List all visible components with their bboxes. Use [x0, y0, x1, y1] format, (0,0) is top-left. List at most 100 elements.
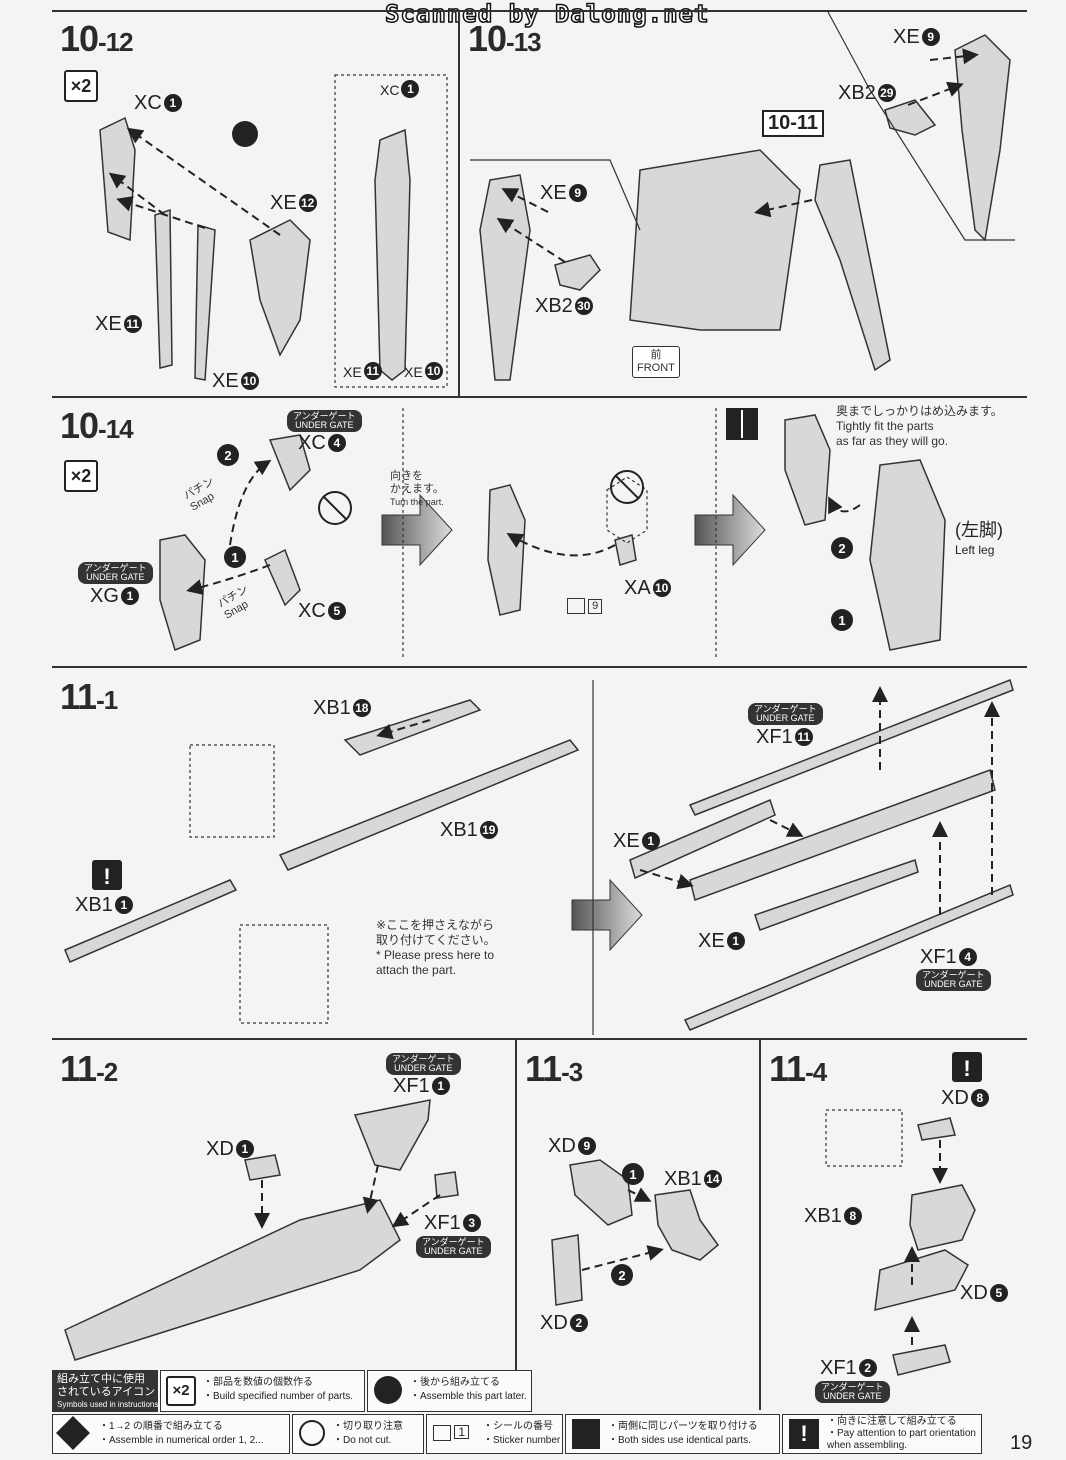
part-fit-top-shape	[784, 414, 831, 526]
legend-later-icon	[374, 1376, 402, 1404]
svg-text:!: !	[103, 864, 110, 889]
step-number-11-1: 11-1	[60, 676, 118, 717]
part-xe11-shape	[154, 208, 173, 369]
legend-orientation: ! ・向きに注意して組み立てる ・Pay attention to part o…	[782, 1414, 982, 1454]
legend-sticker-icon: 1	[433, 1425, 470, 1441]
order-circle-1-b	[831, 609, 853, 631]
no-cut-icon-b	[610, 470, 644, 504]
part-xe10-shape	[194, 224, 216, 381]
part-xe1-lower-shape	[754, 859, 919, 931]
page-number: 19	[1010, 1432, 1033, 1454]
legend-caution-icon: !	[789, 1419, 819, 1449]
order-circle-2-b	[831, 537, 853, 559]
divider-1013	[470, 159, 641, 231]
svg-text:2: 2	[838, 541, 845, 556]
sticker-box-114	[825, 1109, 903, 1167]
sticker-ref: 9	[567, 598, 603, 614]
left-leg-shape	[869, 459, 946, 651]
part-side-armor-shape	[814, 159, 891, 372]
flow-arrow-111	[571, 878, 643, 952]
part-xd1-shape	[244, 1154, 281, 1181]
order-circle-1-a	[224, 546, 246, 568]
step-number-10-13: 10-13	[468, 18, 542, 59]
left-leg-label: (左脚)Left leg	[955, 520, 1003, 557]
part-xd2-shape	[551, 1234, 583, 1306]
step-number-11-4: 11-4	[769, 1048, 827, 1089]
panel-11-1	[52, 668, 1027, 1040]
svg-text:1: 1	[838, 613, 845, 628]
panel-10-12	[52, 12, 460, 398]
legend-sticker: 1 ・シールの番号 ・Sticker number	[426, 1414, 563, 1454]
part-xb230-shape	[554, 254, 601, 291]
press-note: ※ここを押さえながら取り付けてください。* Please press here …	[376, 918, 496, 977]
legend-later: ・後から組み立てる ・Assemble this part later.	[367, 1370, 532, 1412]
weapon-body-shape	[64, 1199, 401, 1361]
part-blade-1013-shape	[479, 174, 531, 381]
part-xb11-shape	[64, 879, 238, 963]
flow-arrow-1014-a	[381, 493, 453, 567]
divider-1013b	[827, 11, 1015, 241]
part-xe1-upper-shape	[629, 798, 776, 880]
part-xd8-shape	[917, 1117, 956, 1141]
detail-box-b	[239, 924, 329, 1024]
part-xb18-shape	[909, 1184, 976, 1251]
part-xb118-shape	[343, 699, 482, 756]
step-number-10-12: 10-12	[60, 18, 134, 59]
part-xf11-shape	[353, 1099, 431, 1171]
legend-nocut: ・切り取り注意 ・Do not cut.	[292, 1414, 424, 1454]
part-xe1-mid-shape	[689, 769, 996, 901]
order-circle-2-c	[611, 1264, 633, 1286]
panel-10-14	[52, 398, 1027, 668]
part-xc4-shape	[268, 434, 311, 492]
leg-body-shape	[629, 149, 801, 331]
later-icon	[232, 121, 258, 147]
panel-11-3	[517, 1040, 761, 1410]
part-xb229-shape	[884, 99, 937, 136]
part-xf13-shape	[434, 1171, 459, 1199]
legend-x2-icon: ×2	[166, 1376, 196, 1406]
order-circle-1-c	[622, 1163, 644, 1185]
detail-box-a	[189, 744, 275, 838]
panel-10-13	[460, 12, 1027, 398]
x2-marker-1014: ×2	[64, 460, 98, 492]
part-xf111-shape	[688, 679, 1014, 816]
part-xg1-shape	[159, 534, 206, 652]
watermark: Scanned by Dalong.net	[384, 0, 710, 29]
caution-icon-111	[92, 860, 122, 890]
legend-nocut-icon	[299, 1420, 325, 1446]
svg-text:2: 2	[618, 1268, 625, 1283]
part-xa10-shape	[614, 534, 637, 566]
ref-step-10-11: 10-11	[762, 110, 825, 137]
inset-box-1012	[334, 74, 448, 388]
part-xd5-shape	[874, 1249, 969, 1311]
turn-note: 向きをかえます。Turn the part.	[390, 470, 444, 507]
